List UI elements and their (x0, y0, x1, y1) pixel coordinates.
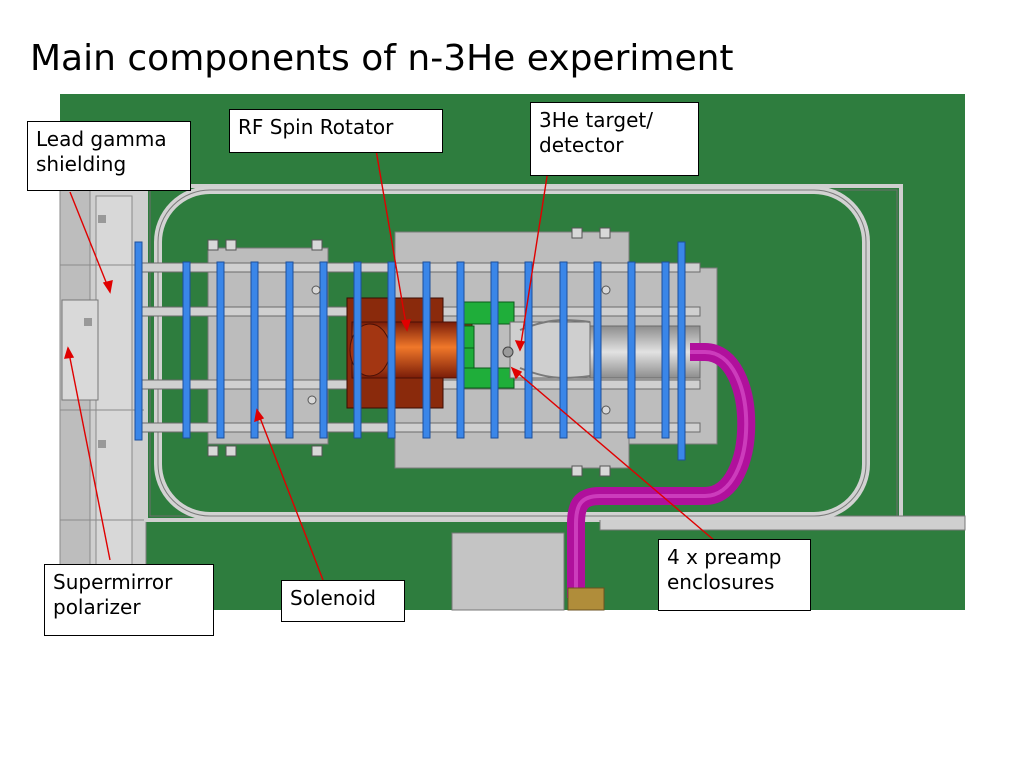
label-he3-target-detector: 3He target/ detector (530, 102, 699, 176)
coil-bar (387, 261, 396, 439)
coil-bar (216, 261, 225, 439)
lower-electronics-box (451, 532, 565, 611)
solenoid-base-plate (207, 247, 329, 445)
coil-bar (627, 261, 636, 439)
coil-bar (285, 261, 294, 439)
coil-bar (524, 261, 533, 439)
coil-bar (661, 261, 670, 439)
label-solenoid: Solenoid (281, 580, 405, 622)
bolt-fixtures (207, 227, 611, 477)
coil-bar (456, 261, 465, 439)
pointer-arrows (64, 143, 716, 581)
coil-bar (593, 261, 602, 439)
solenoid-coil-bars (134, 241, 686, 461)
slide-title: Main components of n-3He experiment (30, 38, 734, 79)
cable-base-block (567, 587, 605, 611)
lead-gamma-shield-block (59, 182, 147, 611)
coil-bar (353, 261, 362, 439)
coil-bar (250, 261, 259, 439)
label-preamp-enclosures: 4 x preamp enclosures (658, 539, 811, 611)
coil-bar (559, 261, 568, 439)
label-rf-spin-rotator: RF Spin Rotator (229, 109, 443, 153)
label-lead-gamma-shielding: Lead gamma shielding (27, 121, 191, 191)
coil-bar (319, 261, 328, 439)
coil-bar (677, 241, 686, 461)
coil-bar (422, 261, 431, 439)
preamp-enclosures (461, 301, 515, 389)
coil-bar (182, 261, 191, 439)
coil-bar (134, 241, 143, 441)
coil-bar (490, 261, 499, 439)
label-supermirror-polarizer: Supermirror polarizer (44, 564, 214, 636)
